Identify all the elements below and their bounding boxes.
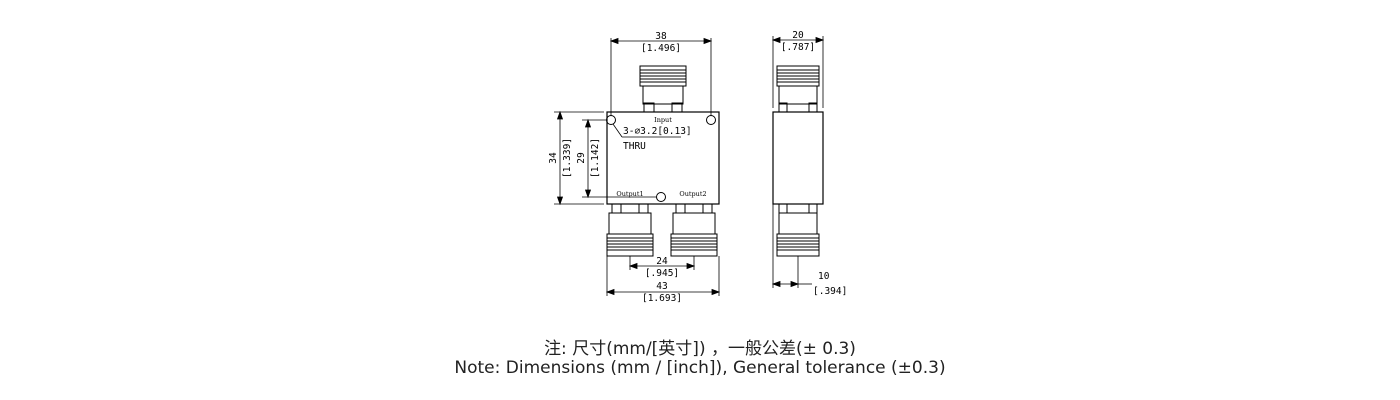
top-width-inch: [1.496] (641, 43, 681, 54)
output1-connector (606, 203, 654, 257)
side-bottom-connector (776, 203, 820, 257)
side-view: 20 [.787] 10 [.394] (771, 30, 847, 297)
side-width-mm: 20 (792, 30, 804, 41)
overall-height-mm: 34 (548, 152, 559, 164)
output-spacing-inch: [.945] (645, 268, 679, 279)
dimension-side-offset: 10 [.394] (771, 204, 847, 297)
side-offset-inch: [.394] (813, 286, 847, 297)
dimension-output-spacing: 24 [.945] (628, 256, 696, 279)
output2-connector (670, 203, 718, 257)
side-offset-mm: 10 (818, 271, 830, 282)
overall-width-mm: 43 (656, 281, 667, 292)
mount-hole-top-right (706, 115, 716, 125)
caption-english: Note: Dimensions (mm / [inch]), General … (454, 358, 946, 378)
side-width-inch: [.787] (781, 42, 815, 53)
dimension-top-width: 38 [1.496] (609, 31, 713, 116)
input-port-label: Input (654, 116, 672, 124)
hole-spacing-mm: 29 (576, 152, 587, 164)
dimension-hole-spacing: 29 [1.142] (576, 118, 656, 199)
side-body (772, 111, 824, 205)
hole-spacing-inch: [1.142] (590, 138, 601, 178)
mount-hole-bottom (656, 192, 666, 202)
hole-callout-spec: 3-⌀3.2[0.13] (623, 126, 692, 137)
side-top-connector (776, 65, 820, 113)
input-connector (639, 65, 687, 113)
caption-chinese: 注: 尺寸(mm/[英寸]) ，一般公差(± 0.3) (544, 339, 856, 359)
front-view: 3-⌀3.2[0.13] THRU Input Output1 Output2 … (548, 31, 721, 304)
output1-port-label: Output1 (616, 190, 643, 198)
output2-port-label: Output2 (679, 190, 706, 198)
top-width-mm: 38 (655, 31, 667, 42)
output-spacing-mm: 24 (656, 256, 668, 267)
front-body (606, 111, 720, 205)
overall-height-inch: [1.339] (562, 138, 573, 178)
dimension-side-width: 20 [.787] (771, 30, 825, 108)
mechanical-drawing: 3-⌀3.2[0.13] THRU Input Output1 Output2 … (548, 30, 847, 304)
hole-callout-thru: THRU (623, 141, 646, 152)
dimension-overall-height: 34 [1.339] (548, 110, 604, 206)
mount-hole-top-left (606, 115, 616, 125)
dimension-overall-width: 43 [1.693] (605, 256, 721, 304)
overall-width-inch: [1.693] (642, 293, 682, 304)
